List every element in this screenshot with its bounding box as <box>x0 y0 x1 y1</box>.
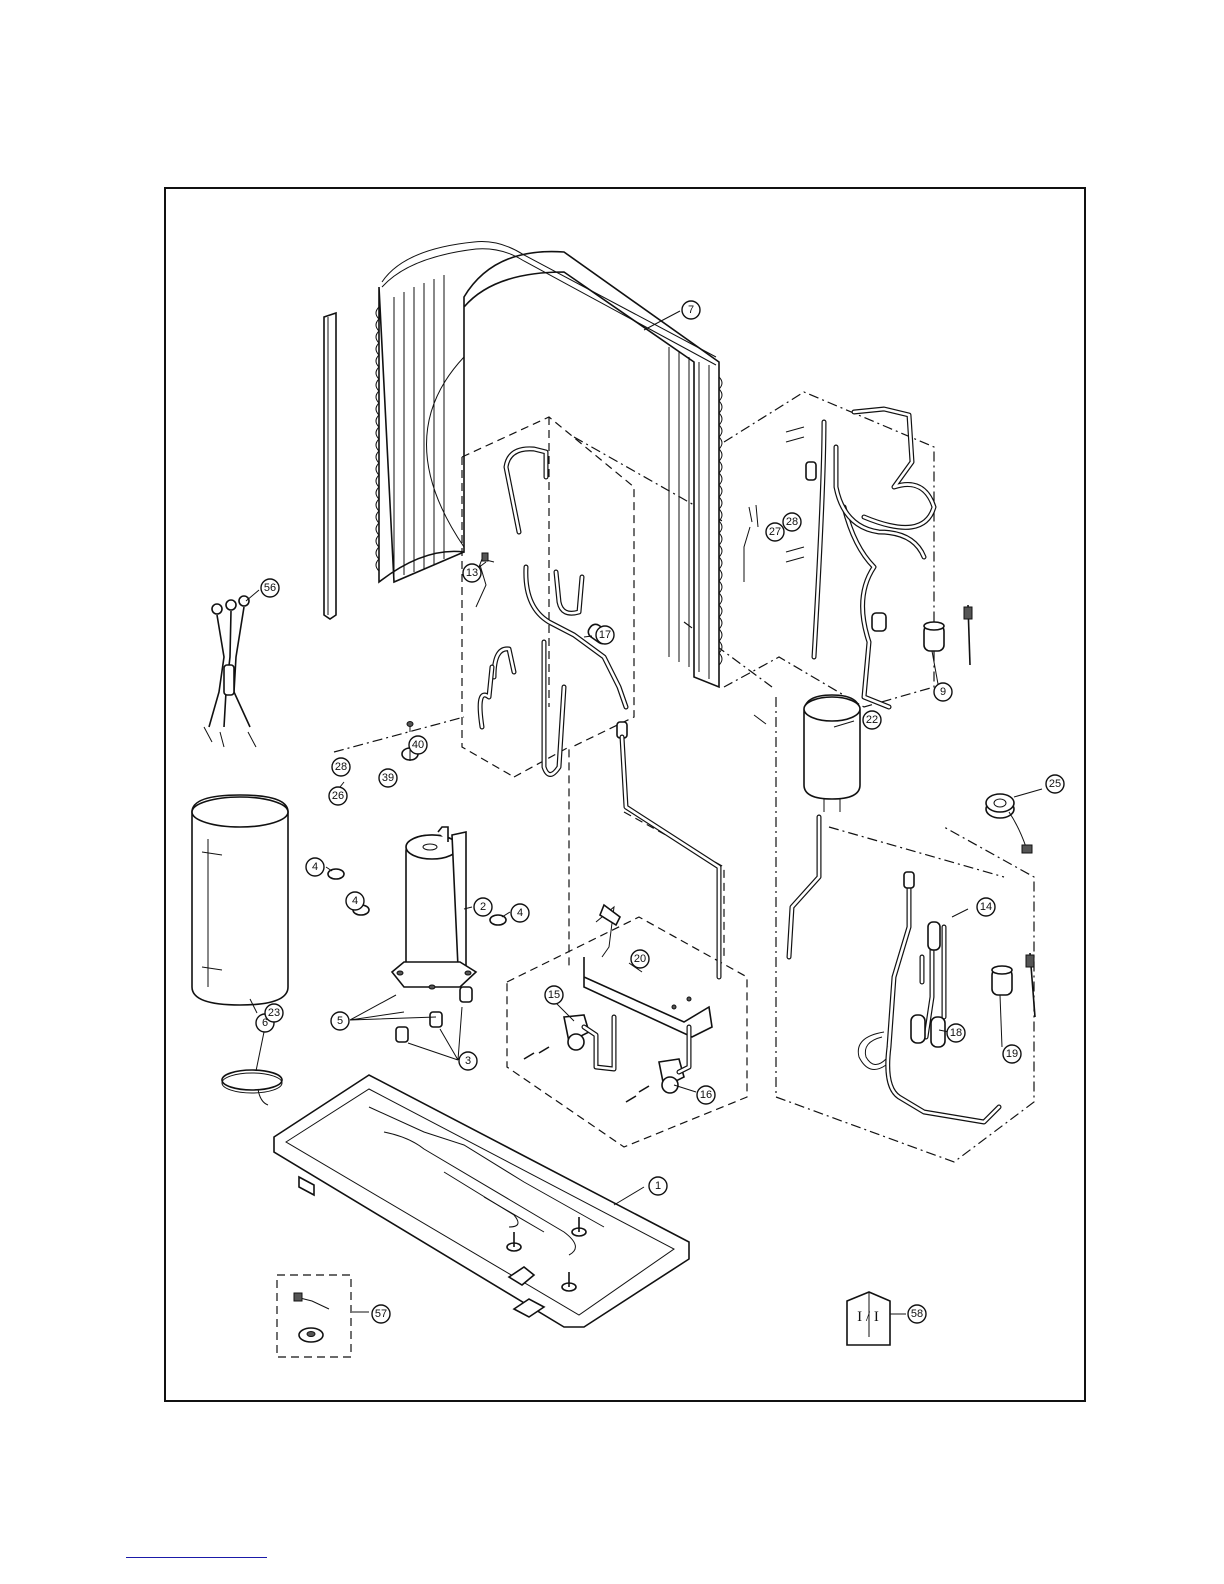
callout-17: 17 <box>596 626 614 644</box>
callout-39: 39 <box>379 769 397 787</box>
callout-27: 27 <box>766 523 784 541</box>
callout-28a-label: 28 <box>786 516 798 528</box>
side-support-bar <box>324 313 336 619</box>
center-piping <box>476 449 719 977</box>
callout-23: 23 <box>265 1004 283 1022</box>
callout-16: 16 <box>697 1086 715 1104</box>
band-clamp <box>222 1070 282 1105</box>
compressor-assembly <box>328 722 506 1043</box>
callout-15: 15 <box>545 986 563 1004</box>
callout-22: 22 <box>863 711 881 729</box>
callout-4b: 4 <box>346 892 364 910</box>
callout-5: 5 <box>331 1012 349 1030</box>
callout-27-label: 27 <box>769 526 781 538</box>
callout-4c-label: 4 <box>517 907 523 919</box>
callout-4c: 4 <box>511 904 529 922</box>
compressor-jacket <box>192 795 288 1005</box>
sensor-sleeve-9 <box>924 605 972 665</box>
callout-7: 7 <box>682 301 700 319</box>
callout-3-label: 3 <box>465 1055 471 1067</box>
callout-20-label: 20 <box>634 953 646 965</box>
callout-4b-label: 4 <box>352 895 358 907</box>
base-pan <box>274 1075 689 1327</box>
callout-18-label: 18 <box>950 1027 962 1039</box>
right-piping-assembly <box>744 409 934 707</box>
callout-9: 9 <box>934 683 952 701</box>
manual-booklet-label: I / I <box>857 1309 879 1325</box>
callout-56: 56 <box>261 579 279 597</box>
callout-4a: 4 <box>306 858 324 876</box>
callout-26: 26 <box>329 787 347 805</box>
callout-4a-label: 4 <box>312 861 318 873</box>
callout-17-label: 17 <box>599 629 611 641</box>
callout-22-label: 22 <box>866 714 878 726</box>
callout-7-label: 7 <box>688 304 694 316</box>
footer-rule <box>126 1557 267 1558</box>
callout-28a: 28 <box>783 513 801 531</box>
callout-2-label: 2 <box>480 901 486 913</box>
callout-58: 58 <box>908 1305 926 1323</box>
callout-13: 13 <box>463 564 481 582</box>
callout-56-label: 56 <box>264 582 276 594</box>
callout-26-label: 26 <box>332 790 344 802</box>
callout-1: 1 <box>649 1177 667 1195</box>
callout-18: 18 <box>947 1024 965 1042</box>
manual-booklet: I / I <box>847 1292 890 1345</box>
sensor-sleeve-19 <box>992 953 1035 1017</box>
accumulator <box>789 695 860 957</box>
callout-25-label: 25 <box>1049 778 1061 790</box>
callout-40-label: 40 <box>412 739 424 751</box>
callout-40: 40 <box>409 736 427 754</box>
callout-19-label: 19 <box>1006 1048 1018 1060</box>
callout-3: 3 <box>459 1052 477 1070</box>
callout-57-label: 57 <box>375 1308 387 1320</box>
assembly-guide-lines <box>334 392 1034 1162</box>
callout-15-label: 15 <box>548 989 560 1001</box>
callout-13-label: 13 <box>466 567 478 579</box>
callout-23-label: 23 <box>268 1007 280 1019</box>
callout-16-label: 16 <box>700 1089 712 1101</box>
callout-28b: 28 <box>332 758 350 776</box>
callout-25: 25 <box>1046 775 1064 793</box>
wire-harness <box>204 596 256 747</box>
callout-19: 19 <box>1003 1045 1021 1063</box>
callout-57: 57 <box>372 1305 390 1323</box>
callout-28b-label: 28 <box>335 761 347 773</box>
accessories-box <box>277 1275 351 1357</box>
callout-9-label: 9 <box>940 686 946 698</box>
callout-14-label: 14 <box>980 901 992 913</box>
callout-39-label: 39 <box>382 772 394 784</box>
solenoid-coil-25 <box>986 794 1032 853</box>
exploded-parts-diagram: I / I 1 2 3 <box>164 187 1086 1402</box>
callout-20: 20 <box>631 950 649 968</box>
callout-2: 2 <box>474 898 492 916</box>
callout-1-label: 1 <box>655 1180 661 1192</box>
callout-58-label: 58 <box>911 1308 923 1320</box>
callout-5-label: 5 <box>337 1015 343 1027</box>
callout-14: 14 <box>977 898 995 916</box>
